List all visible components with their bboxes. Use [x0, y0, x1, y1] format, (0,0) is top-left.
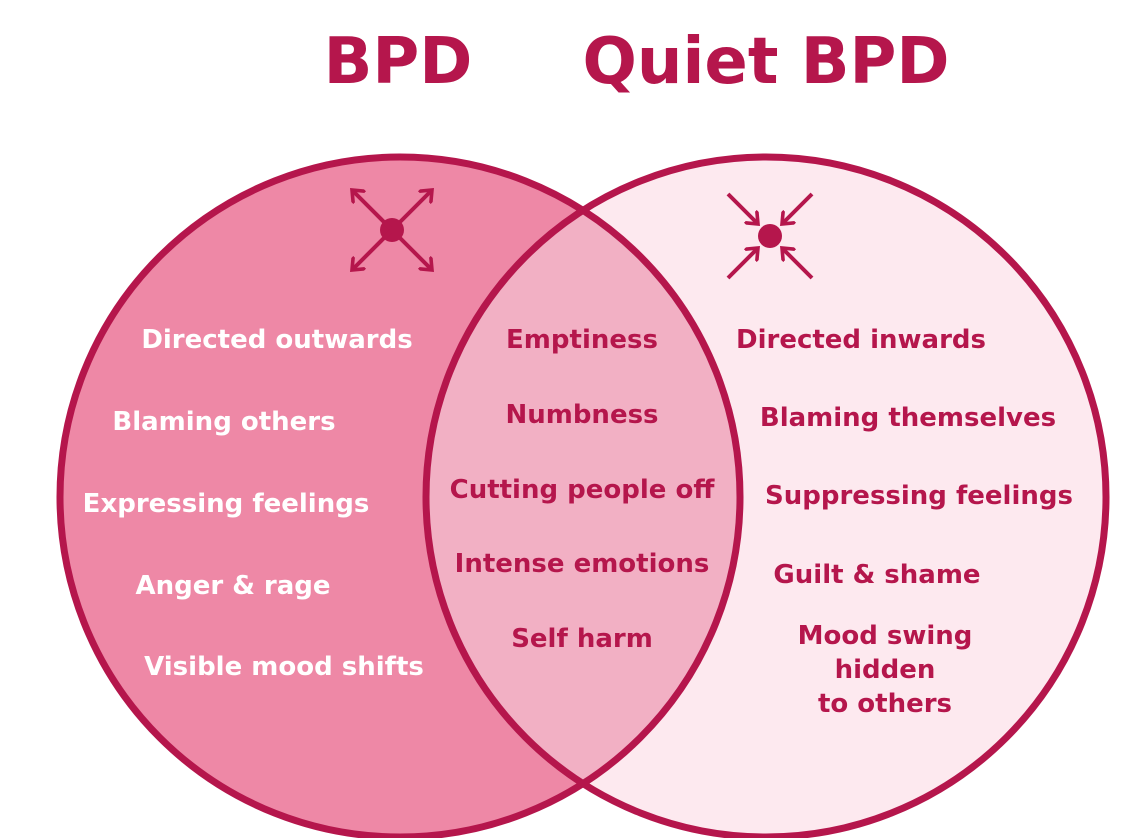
shared-item: Cutting people off	[449, 475, 715, 505]
quiet-bpd-circle-outline	[422, 153, 1110, 838]
shared-item: Numbness	[505, 400, 659, 430]
shared-item: Emptiness	[506, 325, 658, 355]
quiet-bpd-item: Guilt & shame	[773, 560, 981, 590]
arrows-inward-icon	[726, 192, 814, 280]
bpd-item: Blaming others	[112, 407, 336, 437]
bpd-item: Anger & rage	[135, 571, 331, 601]
quiet-bpd-item: Suppressing feelings	[765, 481, 1073, 511]
quiet-bpd-item: Blaming themselves	[759, 403, 1057, 433]
quiet-bpd-item: Mood swing hidden to others	[797, 621, 973, 719]
bpd-item: Visible mood shifts	[144, 652, 424, 682]
shared-item: Intense emotions	[454, 549, 710, 579]
bpd-circle-outline	[56, 153, 744, 838]
overlap-region	[426, 157, 740, 837]
title-quiet-bpd: Quiet BPD	[582, 25, 950, 99]
title-bpd: BPD	[323, 25, 473, 99]
arrows-outward-icon	[352, 190, 432, 270]
bpd-item: Expressing feelings	[82, 489, 370, 519]
bpd-item: Directed outwards	[141, 325, 413, 355]
shared-item: Self harm	[511, 624, 653, 654]
quiet-bpd-item: Directed inwards	[736, 325, 986, 355]
